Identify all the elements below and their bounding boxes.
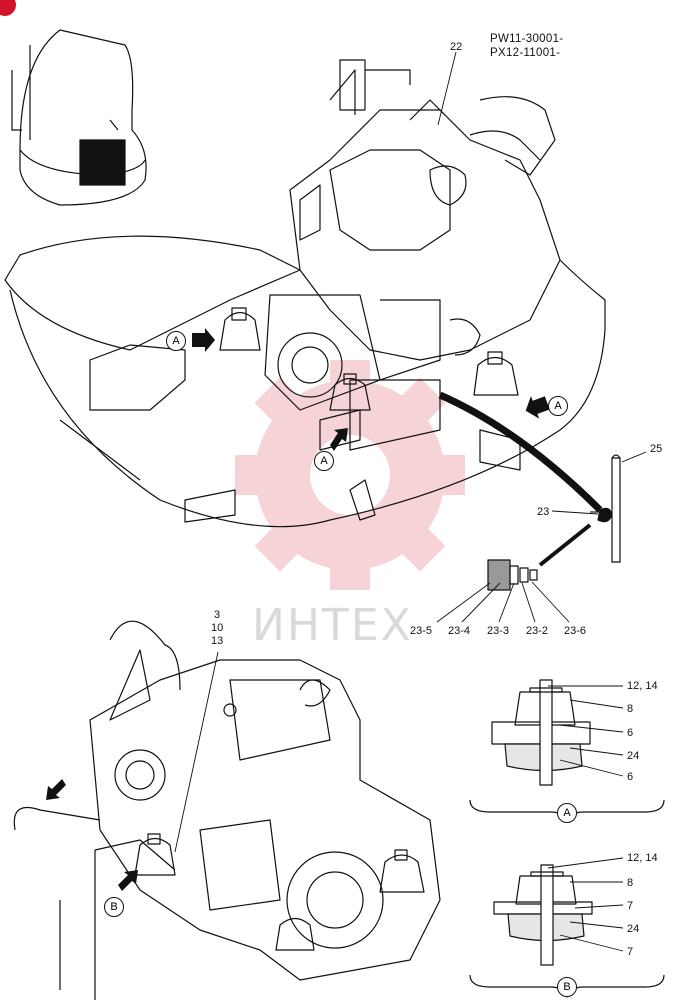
upper-frame (4, 59, 606, 528)
leader-lines (174, 51, 647, 952)
detail-a-part-1: 12, 14 (627, 680, 658, 692)
detail-b-part-2: 8 (627, 877, 634, 889)
detail-b-part-1: 12, 14 (627, 852, 658, 864)
callout-23-4: 23-4 (448, 625, 471, 637)
detail-a-part-3: 6 (627, 727, 634, 739)
detail-a-label: A (557, 803, 577, 823)
view-marker-b: B (104, 897, 124, 917)
grease-fitting-exploded (487, 559, 538, 591)
corner-badge (0, 0, 16, 16)
engine-mounts-upper (219, 307, 519, 411)
detail-a-part-5: 6 (627, 771, 634, 783)
callout-10: 10 (211, 622, 224, 634)
detail-b-mount (469, 864, 665, 998)
grease-rod (590, 454, 621, 563)
engine-assembly (264, 96, 561, 521)
serial-number-2: PX12-11001- (490, 47, 561, 59)
callout-23: 23 (537, 506, 550, 518)
callout-23-6: 23-6 (564, 625, 587, 637)
callout-23-2: 23-2 (526, 625, 549, 637)
callout-13: 13 (211, 635, 224, 647)
detail-b-part-4: 24 (627, 923, 640, 935)
callout-22: 22 (450, 41, 463, 53)
serial-number-1: PW11-30001- (490, 33, 564, 45)
view-marker-a-middle: A (314, 451, 334, 471)
engine-assembly-lower (13, 620, 441, 1000)
view-marker-a-right: A (548, 396, 568, 416)
callout-23-3: 23-3 (487, 625, 510, 637)
detail-a-part-2: 8 (627, 703, 634, 715)
engine-mounts-lower (134, 833, 425, 951)
callout-3: 3 (214, 609, 221, 621)
view-arrows (46, 328, 550, 891)
detail-b-part-3: 7 (627, 900, 634, 912)
cab-location-icon (11, 29, 147, 206)
callout-23-5: 23-5 (410, 625, 433, 637)
detail-b-label: B (557, 977, 577, 997)
view-marker-a-left: A (166, 331, 186, 351)
detail-b-part-5: 7 (627, 946, 634, 958)
detail-a-part-4: 24 (627, 750, 640, 762)
watermark-text: ИНТЕХ (252, 600, 413, 651)
callout-25: 25 (650, 443, 663, 455)
